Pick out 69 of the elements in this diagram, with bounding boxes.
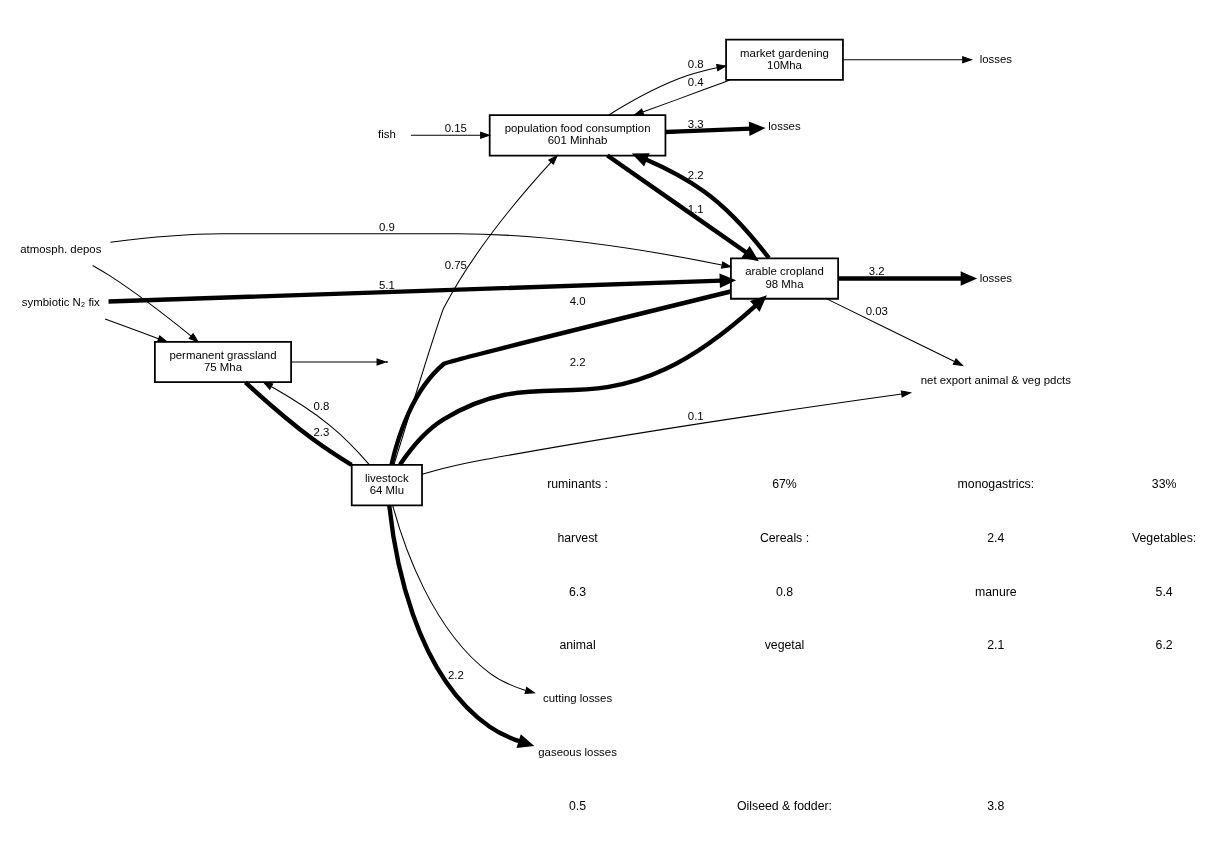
label: 6.2: [1155, 637, 1173, 652]
node-text: fish: [378, 127, 396, 140]
arrow: [608, 63, 728, 115]
edge-label: 2.2: [687, 168, 704, 181]
edge-label: 5.1: [378, 278, 395, 291]
edge-label: 0.1: [687, 408, 704, 421]
label: 0.5: [569, 798, 587, 813]
node-box: arable cropland 98 Mha: [730, 256, 839, 300]
label: manure: [975, 584, 1017, 598]
label: harvest: [557, 530, 598, 545]
label: 6.3: [569, 584, 587, 598]
arrow: [838, 270, 978, 286]
edge-label: 3.3: [687, 117, 704, 130]
edge-label: 2.2: [447, 668, 464, 681]
node-text: losses: [979, 271, 1013, 284]
arrow: [393, 154, 559, 465]
edge-label: 0.8: [313, 399, 330, 412]
label: monogastrics:: [957, 476, 1035, 491]
arrow: [842, 55, 974, 64]
arrow: [826, 297, 964, 366]
edge-label: 0.9: [378, 220, 395, 233]
arrow: [387, 504, 535, 748]
edge-label: 3.2: [868, 264, 885, 277]
arrow: [104, 318, 169, 342]
label: 0.8: [775, 584, 794, 598]
arrow: [421, 389, 913, 475]
arrow: [632, 79, 731, 116]
label: ruminants :: [547, 476, 608, 491]
label: 5.4: [1155, 584, 1173, 598]
label: 2.4: [987, 530, 1005, 545]
node-text: losses: [768, 119, 801, 132]
edge-label: 0.8: [687, 57, 704, 70]
node-text: cutting losses: [543, 691, 613, 704]
label: animal: [559, 637, 596, 652]
node-text: net export animal & veg pdcts: [920, 373, 1071, 386]
arrow: [108, 273, 737, 304]
node-box: livestock 64 Mlu: [350, 463, 423, 506]
edge-label: 2.3: [313, 425, 330, 438]
label: 2.1: [987, 637, 1005, 652]
label: 67%: [772, 476, 797, 491]
node-text: gaseous losses: [538, 745, 617, 758]
label: vegetal: [764, 637, 805, 652]
node-text: atmosph. depos: [20, 242, 102, 255]
label: Oilseed & fodder:: [737, 798, 833, 813]
label: 3.8: [987, 798, 1005, 813]
edge-label: 0.75: [444, 258, 467, 271]
label: 33%: [1151, 476, 1177, 491]
connector: [243, 380, 353, 467]
node-box: market gardening 10Mha: [725, 38, 844, 81]
arrow: [606, 153, 759, 261]
edge-label: 2.2: [569, 355, 586, 368]
arrow: [109, 232, 733, 269]
label: Vegetables:: [1131, 530, 1197, 545]
edge-label: 0.03: [865, 304, 888, 317]
node-text: losses: [979, 52, 1013, 65]
arrow: [665, 121, 766, 136]
edge-label: 0.4: [687, 75, 704, 88]
arrow: [262, 381, 370, 465]
arrow: [410, 130, 491, 139]
label: Cereals :: [759, 530, 810, 545]
edge-label: 0.15: [444, 121, 467, 134]
node-box: population food consumption 601 Minhab: [488, 113, 667, 156]
arrow: [392, 504, 536, 694]
node-text: symbiotic N₂ fix: [21, 295, 100, 308]
arrow: [92, 264, 200, 343]
arrow: [290, 357, 388, 366]
arrow: [631, 152, 771, 259]
edge-label: 4.0: [569, 294, 586, 307]
node-box: permanent grassland 75 Mha: [154, 340, 292, 383]
